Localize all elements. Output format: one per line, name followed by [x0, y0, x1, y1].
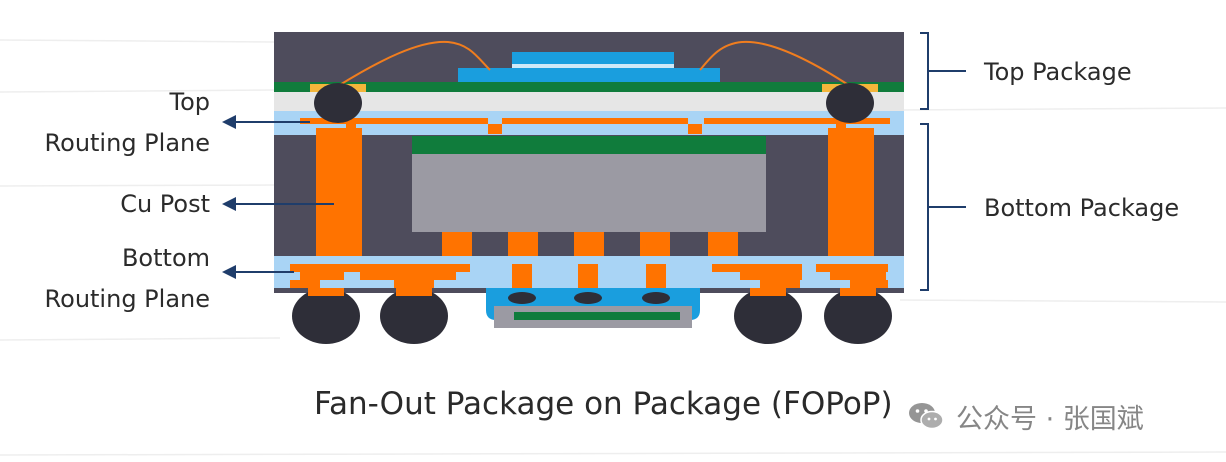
top-package-label: Top Package	[984, 58, 1132, 86]
figure-caption: Fan-Out Package on Package (FOPoP)	[314, 386, 893, 422]
watermark: 公众号 · 张国斌	[908, 396, 1144, 436]
micro-bump	[642, 292, 670, 304]
rdl-trace	[394, 280, 434, 288]
bottom-package-bracket	[920, 123, 966, 291]
top-substrate-core	[274, 92, 904, 111]
bottom-routing-label-line2: Routing Plane	[44, 285, 210, 313]
rdl-trace	[760, 280, 800, 288]
pop-solder-ball	[314, 83, 362, 123]
micro-bump	[574, 292, 602, 304]
rdl-trace	[360, 272, 456, 280]
cu-post	[316, 128, 362, 258]
rdl-trace	[488, 124, 502, 134]
bottom-die-layer	[514, 312, 680, 320]
top-die-upper	[512, 52, 674, 64]
die-attach	[512, 64, 674, 68]
pop-solder-ball	[826, 83, 874, 123]
cu-post-label: Cu Post	[120, 190, 210, 218]
die-pillar	[708, 232, 738, 258]
arrowhead	[222, 115, 236, 129]
embedded-die-body	[412, 154, 766, 232]
wechat-icon	[908, 401, 944, 431]
die-pillar	[508, 232, 538, 258]
die-pillar	[640, 232, 670, 258]
rdl-trace	[646, 264, 666, 292]
cu-post	[828, 128, 874, 258]
watermark-text: 公众号 · 张国斌	[956, 403, 1144, 435]
rdl-trace	[850, 280, 888, 288]
rdl-trace	[578, 264, 598, 292]
rdl-trace	[290, 264, 470, 272]
top-package-bracket	[920, 32, 966, 110]
top-substrate-green	[274, 82, 904, 92]
rdl-trace	[704, 118, 890, 124]
arrowhead	[222, 265, 236, 279]
ball-pad	[750, 288, 786, 296]
ball-pad	[840, 288, 876, 296]
ball-pad	[308, 288, 344, 296]
rdl-trace	[300, 272, 344, 280]
micro-bump	[508, 292, 536, 304]
arrowhead	[222, 197, 236, 211]
bottom-package-label: Bottom Package	[984, 194, 1180, 222]
die-pillar	[574, 232, 604, 258]
bga-ball	[734, 288, 802, 344]
rdl-trace	[512, 264, 532, 292]
rdl-trace	[290, 280, 320, 288]
bga-ball	[292, 288, 360, 344]
bga-ball	[380, 288, 448, 344]
top-die-lower	[458, 68, 720, 82]
ball-pad	[396, 288, 432, 296]
rdl-trace	[816, 264, 888, 272]
top-routing-label-line2: Routing Plane	[44, 129, 210, 157]
die-pillar	[442, 232, 472, 258]
rdl-trace	[502, 118, 688, 124]
wire-bond	[699, 40, 851, 87]
wire-bond	[337, 40, 491, 87]
rdl-trace	[712, 264, 802, 272]
rdl-trace	[740, 272, 802, 280]
rdl-trace	[300, 118, 488, 124]
embedded-die-top	[412, 136, 766, 154]
rdl-trace	[688, 124, 702, 134]
rdl-trace	[830, 272, 886, 280]
bga-ball	[824, 288, 892, 344]
top-routing-label-line1: Top	[169, 88, 211, 116]
bottom-routing-label-line1: Bottom	[121, 244, 210, 272]
